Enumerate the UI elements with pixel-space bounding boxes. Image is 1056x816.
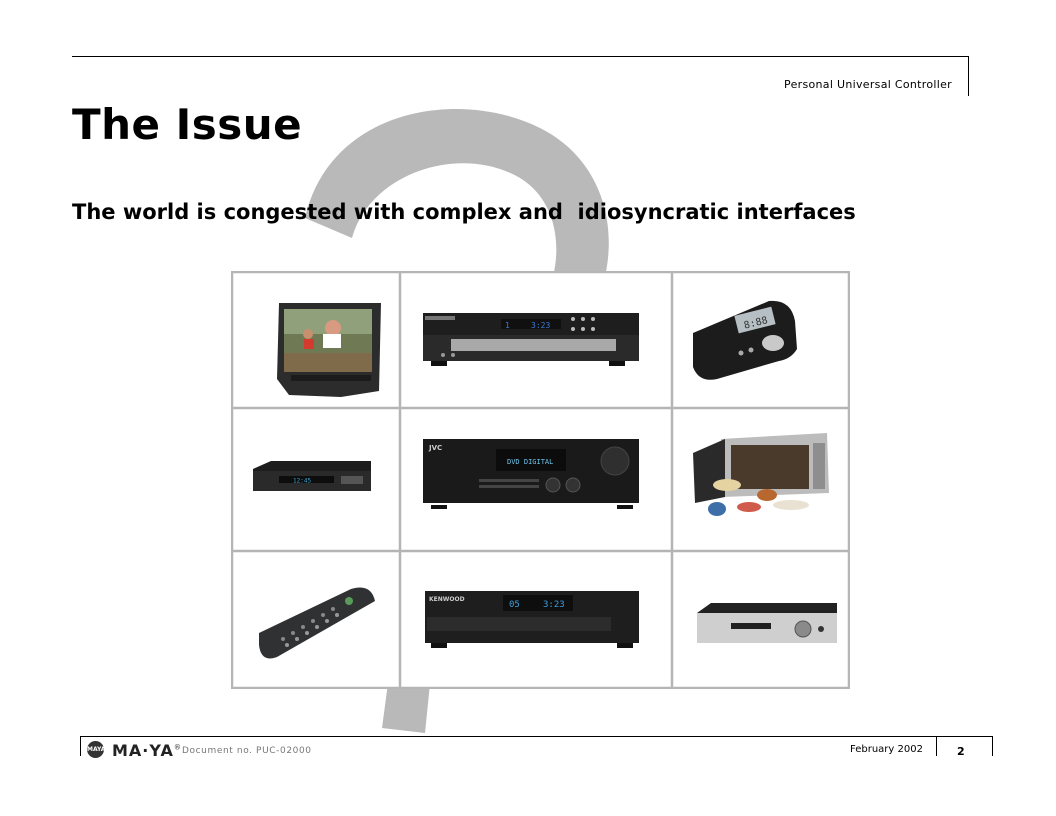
page-number: 2 [957, 745, 965, 758]
cd-player-logo: KENWOOD [429, 596, 465, 603]
device-grid: 1 3:23 8:88 12:45 JVC DVD DIGITAL [231, 271, 850, 689]
slide-subtitle: The world is congested with complex and … [72, 200, 856, 224]
maya-logo: MA·YA® [112, 741, 182, 760]
document-number: Document no. PUC-02000 [182, 746, 312, 756]
slide-title: The Issue [72, 100, 303, 149]
cd-player-icon: KENWOOD 05 3:23 [425, 591, 639, 648]
receiver-display: DVD DIGITAL [507, 458, 553, 466]
footer-rule-tick-left [80, 736, 81, 756]
pager-icon: 8:88 [693, 300, 797, 380]
tv-icon [277, 303, 381, 397]
receiver-logo: JVC [428, 444, 442, 452]
header-product-name: Personal Universal Controller [784, 78, 952, 91]
cd-changer-icon: 1 3:23 [423, 313, 639, 366]
vcr-display: 12:45 [293, 478, 311, 485]
cd-changer-time: 3:23 [531, 321, 550, 330]
maya-logo-mark-text: MAYA [87, 746, 106, 753]
av-receiver-icon: JVC DVD DIGITAL [423, 439, 639, 509]
cd-player-track: 05 [509, 600, 520, 610]
maya-logo-text: MA·YA [112, 741, 174, 760]
header-rule-tick [968, 56, 969, 96]
header-rule [72, 56, 969, 57]
dvd-player-icon [697, 603, 837, 643]
cd-changer-track: 1 [505, 321, 510, 330]
document-date: February 2002 [850, 744, 923, 755]
registered-mark: ® [173, 743, 182, 752]
footer-rule-tick-right [992, 736, 993, 756]
footer-rule-tick-middle [936, 736, 937, 756]
cd-player-time: 3:23 [543, 600, 565, 610]
footer-rule [80, 736, 993, 737]
microwave-icon [693, 433, 829, 516]
vcr-icon: 12:45 [253, 461, 371, 491]
remote-control-icon [259, 587, 375, 659]
maya-logo-mark-icon: MAYA [87, 741, 106, 758]
